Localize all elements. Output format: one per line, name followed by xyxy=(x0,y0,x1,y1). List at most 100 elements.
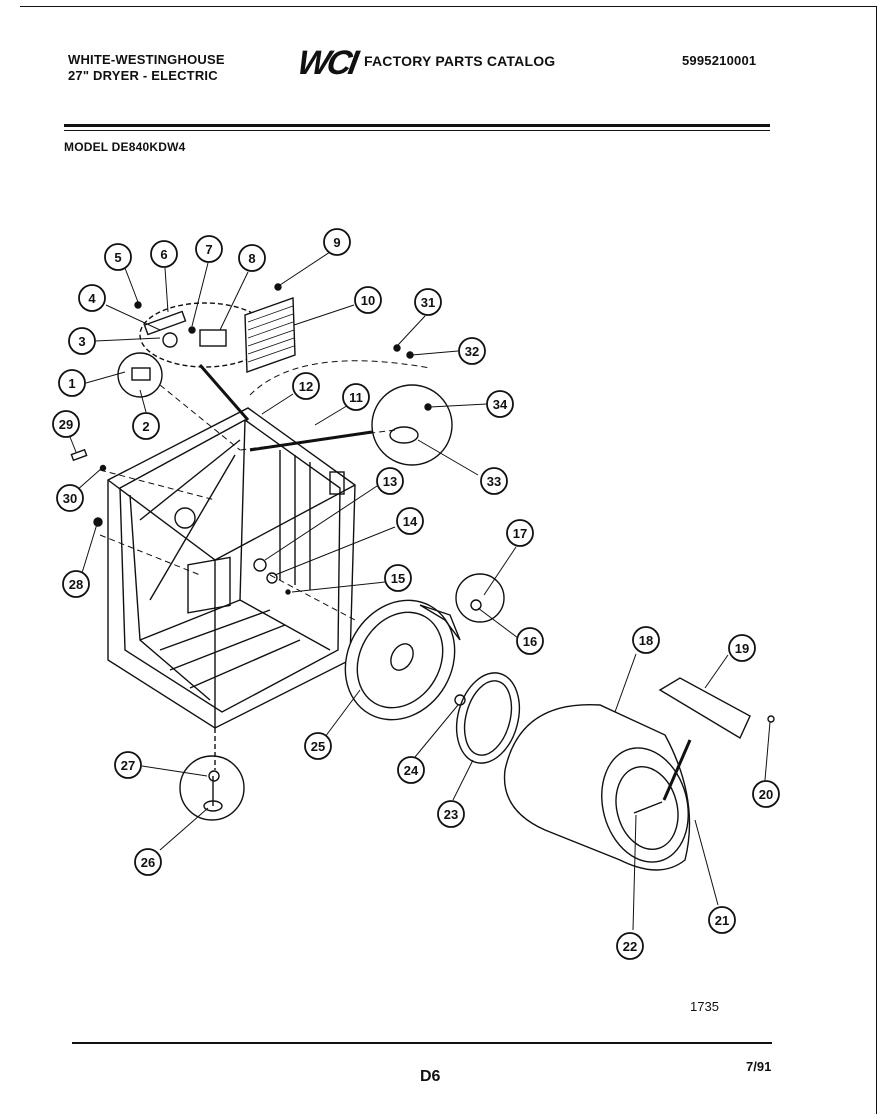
callout-circle xyxy=(58,369,86,397)
callout-circle xyxy=(134,848,162,876)
callout-circle xyxy=(480,467,508,495)
callout-label: 12 xyxy=(299,379,313,394)
callout-label: 26 xyxy=(141,855,155,870)
callout-label: 15 xyxy=(391,571,405,586)
callout-5: 5 xyxy=(104,243,132,271)
callout-8: 8 xyxy=(238,244,266,272)
callout-label: 13 xyxy=(383,474,397,489)
callout-19: 19 xyxy=(728,634,756,662)
callout-33: 33 xyxy=(480,467,508,495)
callout-17: 17 xyxy=(506,519,534,547)
callout-label: 30 xyxy=(63,491,77,506)
callout-12: 12 xyxy=(292,372,320,400)
callout-label: 18 xyxy=(639,633,653,648)
callout-4: 4 xyxy=(78,284,106,312)
page-border-top xyxy=(20,6,876,7)
callout-circle xyxy=(752,780,780,808)
callout-26: 26 xyxy=(134,848,162,876)
callout-label: 17 xyxy=(513,526,527,541)
callout-7: 7 xyxy=(195,235,223,263)
callout-circle xyxy=(195,235,223,263)
callout-label: 22 xyxy=(623,939,637,954)
callout-circle xyxy=(304,732,332,760)
callout-label: 9 xyxy=(333,235,340,250)
callout-24: 24 xyxy=(397,756,425,784)
callout-circle xyxy=(62,570,90,598)
callout-circle xyxy=(384,564,412,592)
callout-label: 1 xyxy=(68,376,75,391)
callout-circle xyxy=(437,800,465,828)
header-rule-thick xyxy=(64,124,770,127)
callout-34: 34 xyxy=(486,390,514,418)
callout-circle xyxy=(414,288,442,316)
callout-label: 14 xyxy=(403,514,418,529)
product-description: 27" DRYER - ELECTRIC xyxy=(68,68,218,83)
callout-label: 24 xyxy=(404,763,419,778)
callout-label: 3 xyxy=(78,334,85,349)
callout-label: 2 xyxy=(142,419,149,434)
callout-circle xyxy=(132,412,160,440)
callout-circle xyxy=(728,634,756,662)
callout-circle xyxy=(616,932,644,960)
callout-circle xyxy=(104,243,132,271)
callout-circle xyxy=(238,244,266,272)
callout-13: 13 xyxy=(376,467,404,495)
callout-22: 22 xyxy=(616,932,644,960)
callout-label: 27 xyxy=(121,758,135,773)
callout-3: 3 xyxy=(68,327,96,355)
page-number: D6 xyxy=(420,1068,441,1085)
header-rule-thin xyxy=(64,130,770,131)
callout-label: 28 xyxy=(69,577,83,592)
callout-2: 2 xyxy=(132,412,160,440)
page-border-right xyxy=(876,6,877,1114)
catalog-title: FACTORY PARTS CATALOG xyxy=(364,53,556,69)
brand-name: WHITE-WESTINGHOUSE xyxy=(68,52,225,67)
callout-circle xyxy=(397,756,425,784)
callout-circle xyxy=(68,327,96,355)
callout-label: 7 xyxy=(205,242,212,257)
callout-15: 15 xyxy=(384,564,412,592)
footer-rule xyxy=(72,1042,772,1044)
callout-circle xyxy=(486,390,514,418)
callout-label: 20 xyxy=(759,787,773,802)
callout-label: 16 xyxy=(523,634,537,649)
callout-14: 14 xyxy=(396,507,424,535)
callout-32: 32 xyxy=(458,337,486,365)
callout-20: 20 xyxy=(752,780,780,808)
callout-circle xyxy=(150,240,178,268)
callout-label: 32 xyxy=(465,344,479,359)
callout-label: 8 xyxy=(248,251,255,266)
callout-label: 5 xyxy=(114,250,121,265)
callout-label: 23 xyxy=(444,807,458,822)
callout-circle xyxy=(632,626,660,654)
callout-31: 31 xyxy=(414,288,442,316)
callout-label: 29 xyxy=(59,417,73,432)
callout-11: 11 xyxy=(342,383,370,411)
callout-23: 23 xyxy=(437,800,465,828)
callout-label: 4 xyxy=(88,291,96,306)
catalog-number: 5995210001 xyxy=(682,53,757,68)
callout-10: 10 xyxy=(354,286,382,314)
callout-30: 30 xyxy=(56,484,84,512)
callout-circle xyxy=(708,906,736,934)
callout-circle xyxy=(458,337,486,365)
callout-circle xyxy=(56,484,84,512)
callout-label: 10 xyxy=(361,293,375,308)
callout-circle xyxy=(354,286,382,314)
callout-6: 6 xyxy=(150,240,178,268)
revision-date: 7/91 xyxy=(746,1059,772,1074)
callout-label: 11 xyxy=(349,390,363,405)
callout-16: 16 xyxy=(516,627,544,655)
figure-number: 1735 xyxy=(690,999,719,1014)
callout-circle xyxy=(292,372,320,400)
callout-label: 21 xyxy=(715,913,729,928)
callout-circle xyxy=(52,410,80,438)
callout-circle xyxy=(506,519,534,547)
callout-21: 21 xyxy=(708,906,736,934)
callout-18: 18 xyxy=(632,626,660,654)
callout-label: 25 xyxy=(311,739,325,754)
callout-1: 1 xyxy=(58,369,86,397)
callout-circle xyxy=(78,284,106,312)
